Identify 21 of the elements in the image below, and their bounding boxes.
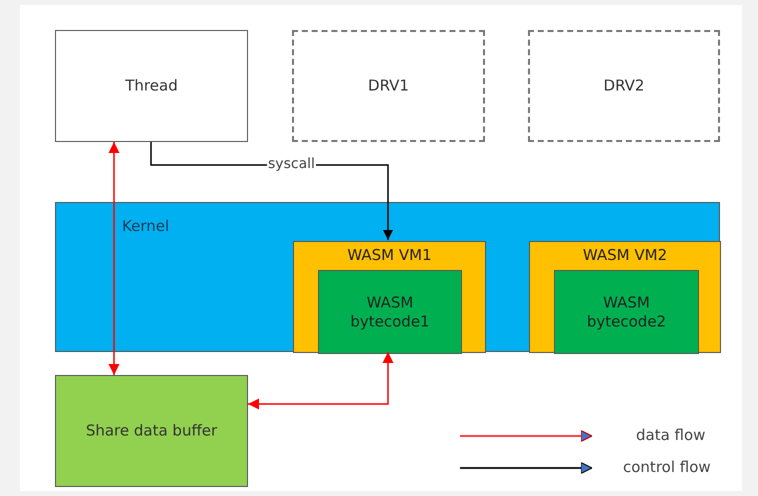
- node-label: Share data buffer: [84, 422, 218, 440]
- node-label: DRV1: [367, 76, 410, 96]
- edge-label: syscall: [267, 156, 316, 173]
- node-label: WASM VM2: [582, 246, 668, 265]
- process-box: [55, 375, 248, 487]
- node-label: DRV2: [602, 76, 646, 96]
- process-box: [554, 270, 699, 354]
- kernel-band: [55, 202, 720, 352]
- node-label: Thread: [124, 76, 179, 96]
- process-box: [529, 241, 721, 353]
- dashed-box: [528, 30, 720, 142]
- process-box: [318, 270, 462, 354]
- node-label: Kernel: [122, 217, 170, 236]
- process-box: [55, 30, 248, 142]
- dashed-box: [292, 30, 485, 142]
- arrow: [248, 352, 394, 410]
- process-box: [293, 241, 486, 353]
- node-label: WASM bytecode1: [349, 293, 431, 331]
- node-label: WASM VM1: [346, 246, 433, 265]
- node-label: WASM bytecode2: [586, 293, 668, 331]
- arrow: [108, 142, 120, 375]
